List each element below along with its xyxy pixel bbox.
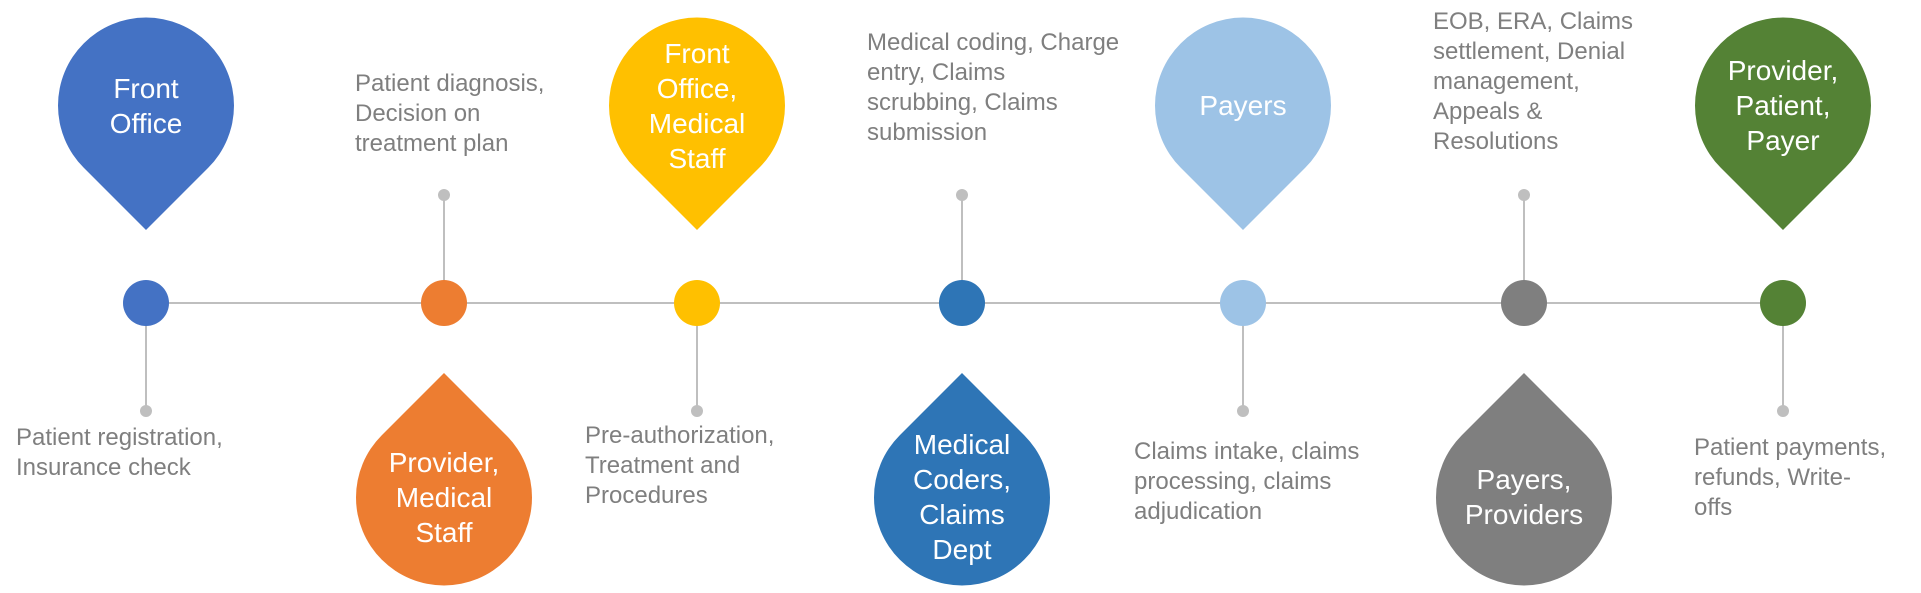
timeline-node — [1220, 280, 1266, 326]
role-pin — [58, 17, 235, 231]
step-description: Medical coding, Charge entry, Claims scr… — [867, 29, 1120, 146]
timeline-node — [421, 280, 467, 326]
step-description: Patient registration, Insurance check — [16, 424, 223, 481]
role-label: Provider, Patient, Payer — [1727, 55, 1839, 157]
timeline-node — [1501, 280, 1547, 326]
step-description: Patient diagnosis, Decision on treatment… — [355, 70, 545, 157]
connector-dot — [1777, 405, 1789, 417]
role-pin — [609, 17, 785, 231]
role-label: Payers, Providers — [1464, 464, 1584, 531]
role-label: Front Office, Medical Staff — [648, 37, 746, 174]
connector-dot — [691, 405, 703, 417]
timeline-node — [1760, 280, 1806, 326]
connector-dot — [956, 189, 968, 201]
connector-dot — [438, 189, 450, 201]
connector-dot — [140, 405, 152, 417]
connector-dot — [1237, 405, 1249, 417]
role-label: Provider, Medical Staff — [388, 446, 500, 548]
connector-dot — [1518, 189, 1530, 201]
step-description: Claims intake, claims processing, claims… — [1134, 438, 1360, 525]
role-pin — [1155, 17, 1331, 230]
role-pin — [356, 373, 532, 586]
role-pin — [1695, 17, 1872, 230]
step-description: Pre-authorization, Treatment and Procedu… — [585, 422, 775, 509]
step-description: Patient payments, refunds, Write- offs — [1694, 434, 1887, 521]
role-label: Medical Coders, Claims Dept — [912, 429, 1012, 566]
timeline-node — [939, 280, 985, 326]
step-description: EOB, ERA, Claims settlement, Denial mana… — [1433, 8, 1634, 155]
role-pin — [874, 373, 1050, 586]
timeline-node — [123, 280, 169, 326]
role-label: Front Office — [109, 72, 183, 139]
role-label: Payers — [1199, 90, 1287, 122]
role-pin — [1436, 373, 1612, 586]
timeline-node — [674, 280, 720, 326]
